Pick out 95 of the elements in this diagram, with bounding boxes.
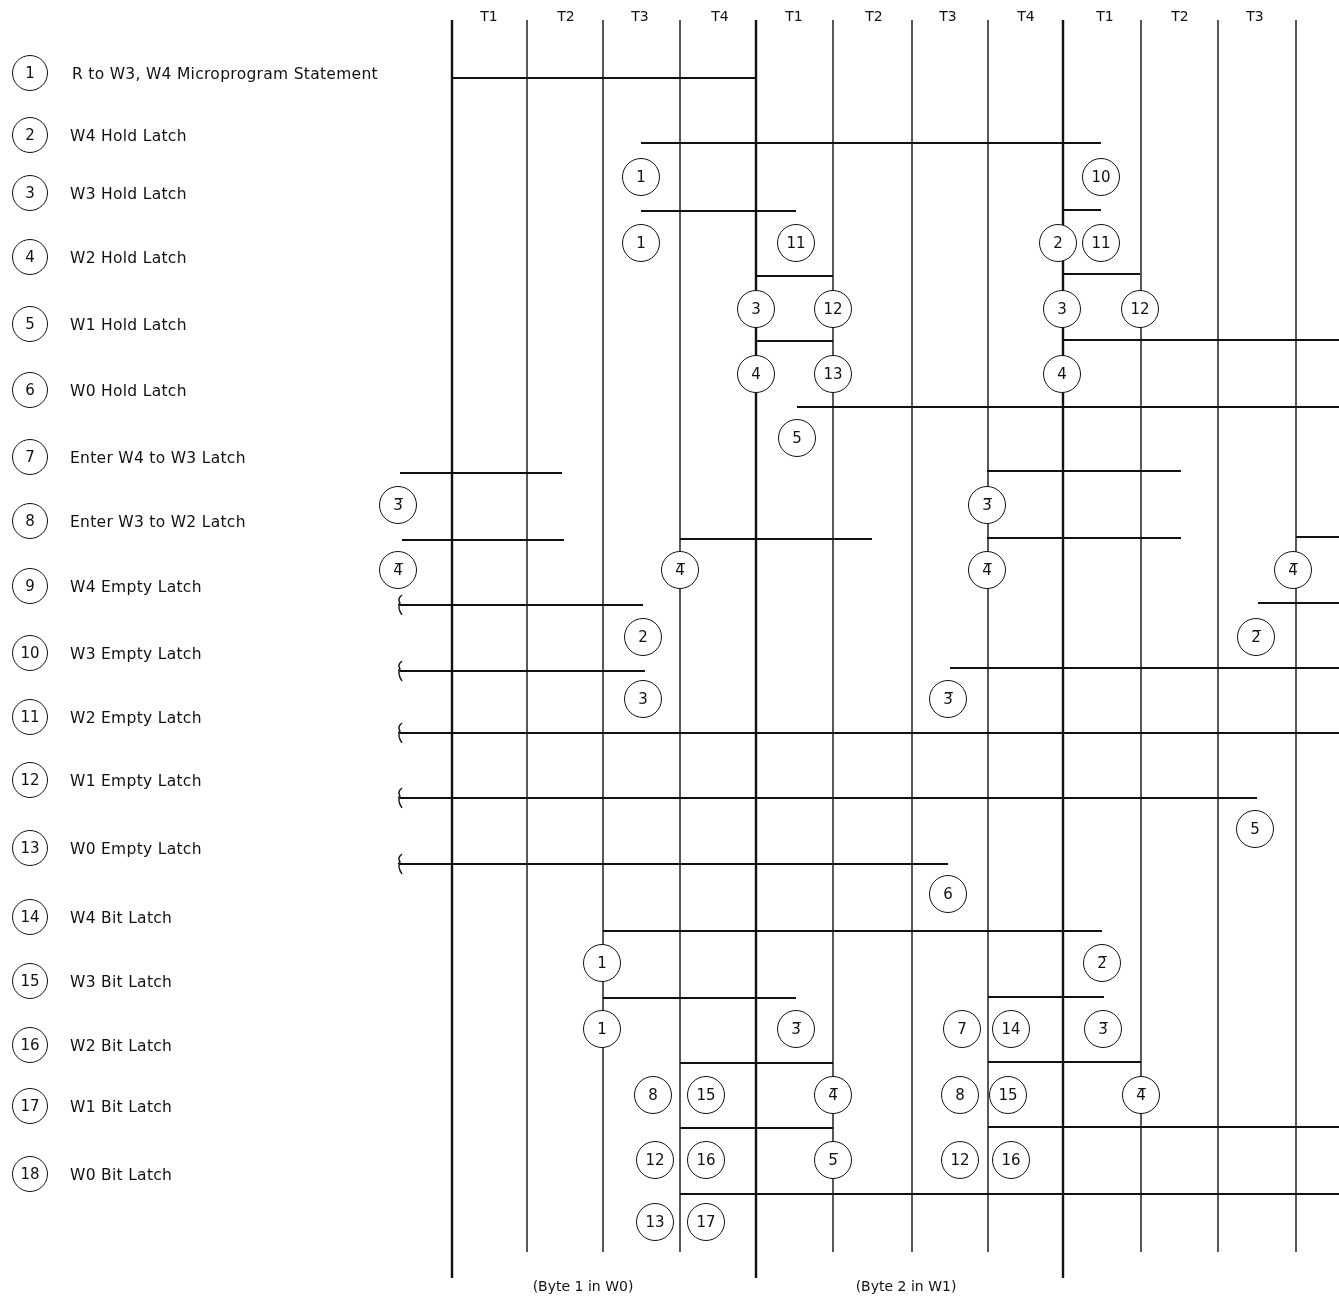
row-number-circle: 9 bbox=[12, 568, 48, 604]
reference-number-circle: 17 bbox=[687, 1203, 725, 1241]
signal-name: W1 Bit Latch bbox=[70, 1098, 173, 1116]
reference-number-circle: 8 bbox=[941, 1076, 979, 1114]
reference-number-circle: 2 bbox=[624, 618, 662, 656]
reference-number-circle: 7 bbox=[943, 1010, 981, 1048]
reference-number-circle: 4̅ bbox=[1122, 1076, 1160, 1114]
reference-number-circle: 13 bbox=[636, 1203, 674, 1241]
signal-name: W4 Hold Latch bbox=[70, 127, 187, 145]
reference-number-circle: 4̅ bbox=[661, 551, 699, 589]
reference-number-circle: 12 bbox=[636, 1141, 674, 1179]
row-number-circle: 18 bbox=[12, 1156, 48, 1192]
reference-number-circle: 15 bbox=[989, 1076, 1027, 1114]
reference-number-circle: 12 bbox=[1121, 290, 1159, 328]
signal-name: W3 Empty Latch bbox=[70, 645, 202, 663]
reference-number-circle: 11 bbox=[1082, 224, 1120, 262]
row-number-circle: 10 bbox=[12, 635, 48, 671]
clock-phase-label: T1 bbox=[1096, 8, 1114, 24]
signal-name: W4 Bit Latch bbox=[70, 909, 173, 927]
reference-number-circle: 4̅ bbox=[379, 551, 417, 589]
clock-phase-label: T4 bbox=[1017, 8, 1035, 24]
row-number-circle: 15 bbox=[12, 963, 48, 999]
byte-caption: (Byte 2 in W1) bbox=[855, 1278, 957, 1294]
reference-number-circle: 4 bbox=[1043, 355, 1081, 393]
reference-number-circle: 2̅ bbox=[1237, 618, 1275, 656]
signal-name: W0 Bit Latch bbox=[70, 1166, 173, 1184]
reference-number-circle: 2 bbox=[1039, 224, 1077, 262]
reference-number-circle: 5 bbox=[778, 419, 816, 457]
reference-number-circle: 4̅ bbox=[1274, 551, 1312, 589]
signal-name: W2 Hold Latch bbox=[70, 249, 187, 267]
reference-number-circle: 4̅ bbox=[814, 1076, 852, 1114]
reference-number-circle: 12 bbox=[814, 290, 852, 328]
clock-phase-label: T2 bbox=[1171, 8, 1189, 24]
reference-number-circle: 16 bbox=[687, 1141, 725, 1179]
reference-number-circle: 15 bbox=[687, 1076, 725, 1114]
row-number-circle: 17 bbox=[12, 1088, 48, 1124]
reference-number-circle: 11 bbox=[777, 224, 815, 262]
reference-number-circle: 3 bbox=[737, 290, 775, 328]
reference-number-circle: 4 bbox=[737, 355, 775, 393]
byte-caption: (Byte 1 in W0) bbox=[532, 1278, 634, 1294]
reference-number-circle: 5 bbox=[1236, 810, 1274, 848]
reference-number-circle: 3̅ bbox=[777, 1010, 815, 1048]
signal-name: Enter W3 to W2 Latch bbox=[70, 513, 246, 531]
reference-number-circle: 8 bbox=[634, 1076, 672, 1114]
clock-phase-label: T1 bbox=[480, 8, 498, 24]
row-number-circle: 6 bbox=[12, 372, 48, 408]
signal-name: Enter W4 to W3 Latch bbox=[70, 449, 246, 467]
row-number-circle: 13 bbox=[12, 830, 48, 866]
reference-number-circle: 1 bbox=[583, 944, 621, 982]
signal-name: W4 Empty Latch bbox=[70, 578, 202, 596]
reference-number-circle: 3 bbox=[1043, 290, 1081, 328]
signal-name: R to W3, W4 Microprogram Statement bbox=[72, 65, 378, 83]
reference-number-circle: 6 bbox=[929, 875, 967, 913]
reference-number-circle: 5̅ bbox=[814, 1141, 852, 1179]
row-number-circle: 1 bbox=[12, 55, 48, 91]
reference-number-circle: 12 bbox=[941, 1141, 979, 1179]
row-number-circle: 4 bbox=[12, 239, 48, 275]
row-number-circle: 2 bbox=[12, 117, 48, 153]
reference-number-circle: 14 bbox=[992, 1010, 1030, 1048]
row-number-circle: 16 bbox=[12, 1027, 48, 1063]
signal-name: W1 Empty Latch bbox=[70, 772, 202, 790]
row-number-circle: 11 bbox=[12, 699, 48, 735]
reference-number-circle: 3 bbox=[624, 680, 662, 718]
reference-number-circle: 10 bbox=[1082, 158, 1120, 196]
row-number-circle: 3 bbox=[12, 175, 48, 211]
reference-number-circle: 2̅ bbox=[1083, 944, 1121, 982]
signal-name: W0 Hold Latch bbox=[70, 382, 187, 400]
row-number-circle: 12 bbox=[12, 762, 48, 798]
signal-name: W0 Empty Latch bbox=[70, 840, 202, 858]
reference-number-circle: 1 bbox=[622, 224, 660, 262]
clock-phase-label: T3 bbox=[939, 8, 957, 24]
signal-name: W2 Bit Latch bbox=[70, 1037, 173, 1055]
reference-number-circle: 16 bbox=[992, 1141, 1030, 1179]
reference-number-circle: 13 bbox=[814, 355, 852, 393]
signal-name: W3 Bit Latch bbox=[70, 973, 173, 991]
row-number-circle: 5 bbox=[12, 306, 48, 342]
reference-number-circle: 4̅ bbox=[968, 551, 1006, 589]
reference-number-circle: 3̅ bbox=[968, 486, 1006, 524]
row-number-circle: 7 bbox=[12, 439, 48, 475]
reference-number-circle: 3̅ bbox=[379, 486, 417, 524]
reference-number-circle: 1 bbox=[583, 1010, 621, 1048]
clock-phase-label: T3 bbox=[1246, 8, 1264, 24]
signal-name: W2 Empty Latch bbox=[70, 709, 202, 727]
reference-number-circle: 1 bbox=[622, 158, 660, 196]
reference-number-circle: 3̅ bbox=[1084, 1010, 1122, 1048]
clock-phase-label: T1 bbox=[785, 8, 803, 24]
row-number-circle: 8 bbox=[12, 503, 48, 539]
signal-name: W1 Hold Latch bbox=[70, 316, 187, 334]
clock-phase-label: T3 bbox=[631, 8, 649, 24]
clock-phase-label: T4 bbox=[711, 8, 729, 24]
signal-name: W3 Hold Latch bbox=[70, 185, 187, 203]
row-number-circle: 14 bbox=[12, 899, 48, 935]
reference-number-circle: 3̅ bbox=[929, 680, 967, 718]
clock-phase-label: T2 bbox=[557, 8, 575, 24]
clock-phase-label: T2 bbox=[865, 8, 883, 24]
